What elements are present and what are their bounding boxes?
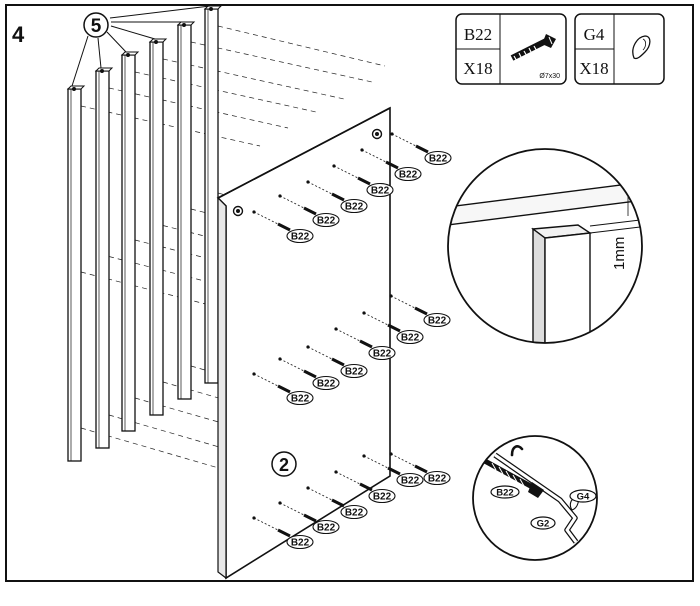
screw-label: B22 — [317, 216, 336, 227]
detail-tool-screw-label: B22 — [496, 488, 513, 499]
slat-6 — [203, 5, 223, 384]
screw-b22-14: B22 — [278, 501, 340, 535]
detail-gap-1mm: 1mm — [447, 148, 643, 344]
screw-b22-4: B22 — [332, 164, 394, 198]
screw-b22-11: B22 — [362, 311, 424, 345]
screw-label: B22 — [429, 154, 448, 165]
callout-part-5-label: 5 — [91, 16, 102, 37]
detail-gap-label: 1mm — [611, 237, 628, 270]
screw-b22-16: B22 — [334, 470, 396, 504]
screw-label: B22 — [345, 367, 364, 378]
side-panel: 2 — [216, 106, 391, 580]
screw-b22-2: B22 — [278, 194, 340, 228]
panel-screws: B22B22B22B22B22B22B22B22B22B22B22B22B22B… — [252, 132, 452, 550]
screw-label: B22 — [401, 476, 420, 487]
screw-label: B22 — [291, 538, 310, 549]
slat-3 — [120, 51, 140, 432]
callout-part-2-label: 2 — [279, 455, 289, 475]
detail-tool-key-label: G2 — [537, 519, 550, 530]
slat-1 — [66, 85, 86, 462]
screw-b22-13: B22 — [252, 516, 314, 550]
screw-b22-6: B22 — [390, 132, 452, 166]
screw-label: B22 — [428, 474, 447, 485]
screw-b22-1: B22 — [252, 210, 314, 244]
screw-b22-9: B22 — [306, 345, 368, 379]
screw-label: B22 — [373, 492, 392, 503]
screw-b22-17: B22 — [362, 454, 424, 488]
screw-b22-8: B22 — [278, 357, 340, 391]
step-number: 4 — [12, 22, 25, 47]
legend-g4-qty: X18 — [579, 59, 608, 78]
screw-label: B22 — [373, 349, 392, 360]
screw-label: B22 — [399, 170, 418, 181]
screw-b22-10: B22 — [334, 327, 396, 361]
screw-label: B22 — [291, 394, 310, 405]
screw-b22-15: B22 — [306, 486, 368, 520]
slat-group — [66, 5, 223, 462]
legend-g4-part: G4 — [584, 25, 605, 44]
screw-label: B22 — [345, 508, 364, 519]
screw-b22-18: B22 — [389, 452, 451, 486]
legend-box-b22: B22 X18 Ø7x30 — [455, 13, 567, 85]
legend-box-g4: G4 X18 — [574, 13, 665, 85]
screw-label: B22 — [291, 232, 310, 243]
screw-label: B22 — [317, 379, 336, 390]
screw-label: B22 — [317, 523, 336, 534]
screw-b22-12: B22 — [389, 294, 451, 328]
slat-5 — [176, 21, 196, 400]
screw-label: B22 — [401, 333, 420, 344]
screw-b22-3: B22 — [306, 180, 368, 214]
page-frame — [5, 4, 694, 582]
legend-b22-size: Ø7x30 — [539, 73, 560, 80]
screw-label: B22 — [345, 202, 364, 213]
screw-icon — [510, 34, 556, 64]
screw-label: B22 — [371, 186, 390, 197]
cap-icon — [632, 35, 651, 60]
slat-4 — [148, 38, 168, 416]
detail-screw-tool: B22 G4 G2 — [472, 435, 598, 561]
callout-part-5: 5 — [71, 5, 211, 87]
screw-label: B22 — [428, 316, 447, 327]
screw-b22-7: B22 — [252, 372, 314, 406]
legend-b22-qty: X18 — [463, 59, 492, 78]
legend-b22-part: B22 — [464, 25, 492, 44]
screw-b22-5: B22 — [360, 148, 422, 182]
hex-key-icon — [493, 452, 579, 544]
slat-2 — [94, 67, 114, 449]
detail-tool-cap-label: G4 — [577, 492, 590, 503]
